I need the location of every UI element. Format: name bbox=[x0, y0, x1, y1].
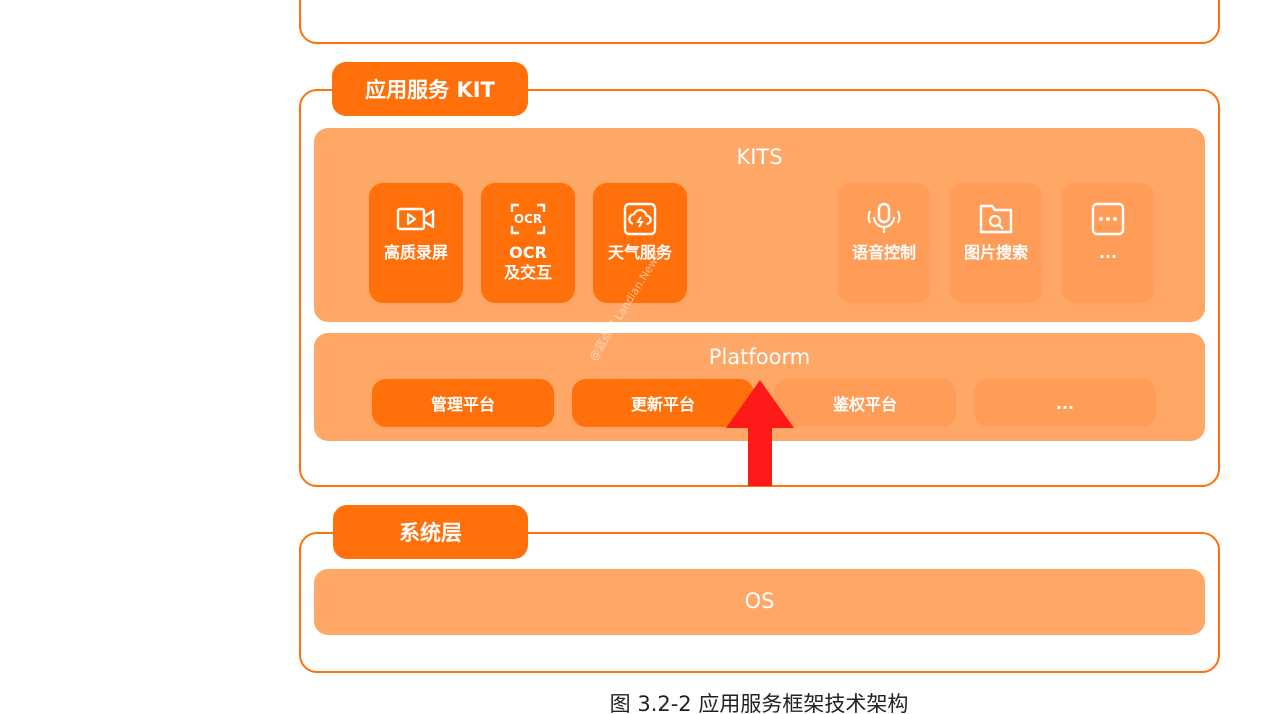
kit-label: 高质录屏 bbox=[383, 243, 448, 262]
kit-label: 图片搜索 bbox=[963, 243, 1028, 262]
kit-screen-recording: 高质录屏 bbox=[369, 183, 463, 303]
kit-image-search: 图片搜索 bbox=[949, 183, 1043, 303]
app-service-layer-tag: 应用服务 KIT bbox=[332, 62, 528, 116]
upper-layer-frame bbox=[299, 0, 1220, 44]
kit-ocr: OCR OCR 及交互 bbox=[481, 183, 575, 303]
kit-label: ... bbox=[1098, 243, 1118, 262]
kit-more: ... bbox=[1061, 183, 1155, 303]
figure-caption: 图 3.2-2 应用服务框架技术架构 bbox=[609, 692, 909, 714]
weather-cloud-icon bbox=[620, 201, 660, 237]
image-search-icon bbox=[976, 201, 1016, 237]
microphone-icon bbox=[864, 201, 904, 237]
kit-label: 天气服务 bbox=[607, 243, 672, 262]
platform-item-more: ... bbox=[974, 379, 1156, 427]
platform-item-auth: 鉴权平台 bbox=[774, 379, 956, 427]
red-up-arrow-icon bbox=[726, 380, 794, 486]
kit-label: 语音控制 bbox=[851, 243, 916, 262]
ocr-scan-icon: OCR bbox=[508, 201, 548, 237]
kit-weather-service: 天气服务 bbox=[593, 183, 687, 303]
kits-panel-title: KITS bbox=[736, 145, 783, 169]
ocr-icon-text: OCR bbox=[513, 212, 543, 226]
os-panel-title: OS bbox=[744, 589, 775, 613]
kit-voice-control: 语音控制 bbox=[837, 183, 931, 303]
platform-panel-title: Platfoorm bbox=[708, 345, 811, 369]
platform-item-update: 更新平台 bbox=[572, 379, 754, 427]
os-panel: OS bbox=[314, 569, 1205, 635]
more-icon bbox=[1088, 201, 1128, 237]
platform-item-management: 管理平台 bbox=[372, 379, 554, 427]
system-layer-tag: 系统层 bbox=[333, 505, 528, 559]
video-camera-icon bbox=[396, 201, 436, 237]
kit-label: OCR 及交互 bbox=[503, 243, 552, 282]
